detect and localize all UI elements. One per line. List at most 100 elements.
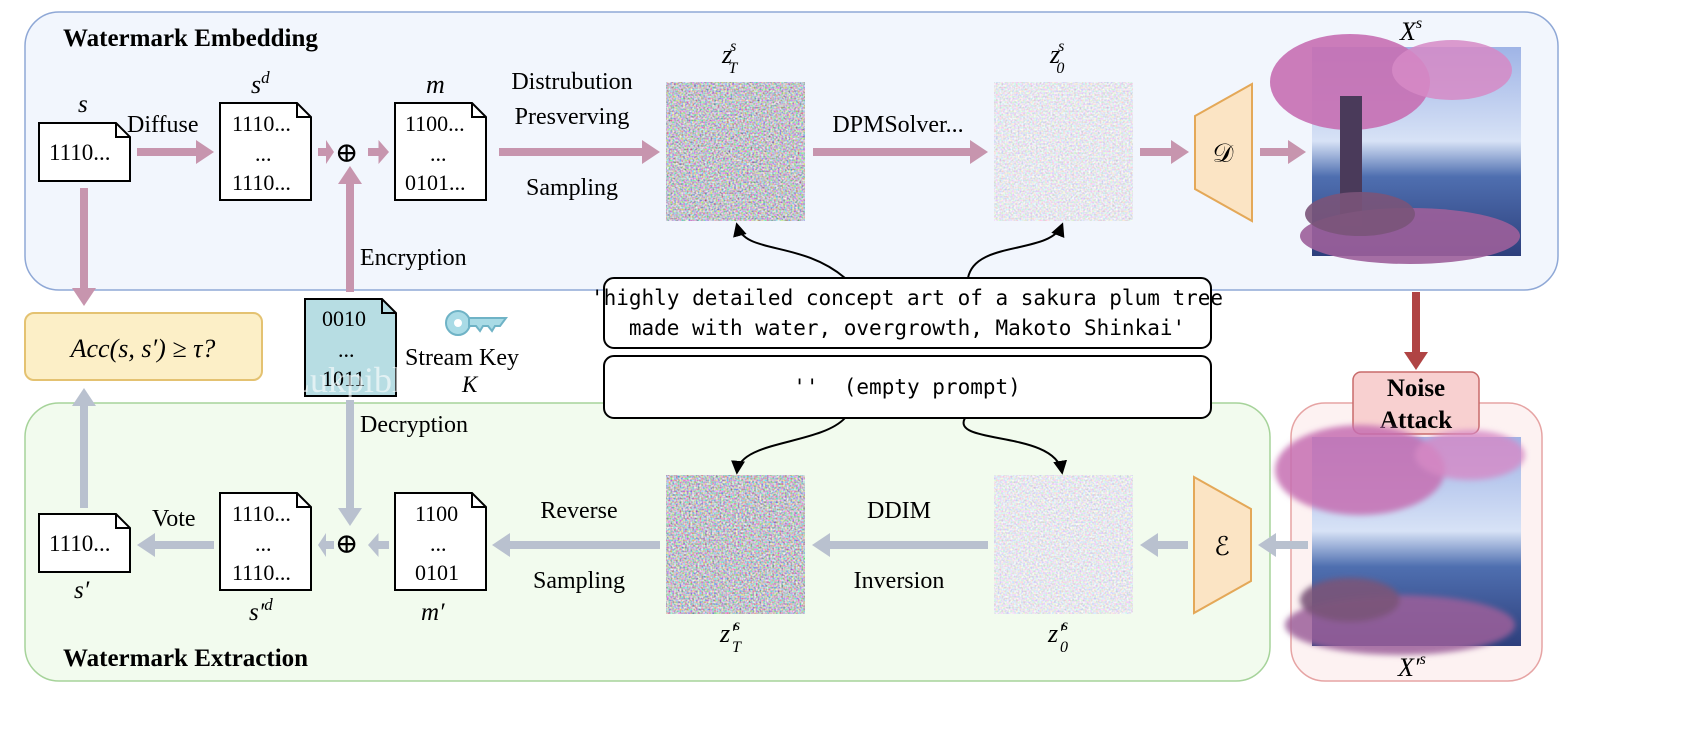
main-prompt-line-1: 'highly detailed concept art of a sakura… bbox=[591, 286, 1223, 310]
empty-to-zT-curve bbox=[731, 417, 846, 475]
arrow-s-to-sd-head bbox=[196, 140, 214, 164]
arrow-decoder-to-image-head bbox=[1288, 140, 1306, 164]
arrow-image-to-encoder-head bbox=[1258, 533, 1276, 557]
key-document-fold bbox=[381, 299, 396, 314]
spd-line-1: 1110... bbox=[232, 501, 291, 526]
xps-label: X′s bbox=[1397, 651, 1426, 682]
s-document bbox=[38, 122, 131, 182]
diffuse-label: Diffuse bbox=[127, 112, 199, 138]
sampling-line-2: Presverving bbox=[515, 104, 630, 130]
stream-key-label: Stream Key bbox=[405, 345, 519, 371]
arrow-m-to-xor-head bbox=[368, 533, 379, 557]
encoder-trapezoid bbox=[1193, 475, 1252, 615]
arrow-attack-down-head bbox=[1404, 352, 1428, 370]
m-line-3: 0101... bbox=[405, 170, 466, 195]
spd-document-fold bbox=[296, 493, 311, 508]
arrow-zT-to-m-head bbox=[492, 533, 510, 557]
embed-xor: ⊕ bbox=[335, 138, 358, 169]
noise-attack-badge bbox=[1352, 371, 1480, 435]
key-icon bbox=[445, 310, 508, 336]
spd-line-2: ... bbox=[255, 531, 272, 556]
arrow-sprime-up-to-check-head bbox=[72, 388, 96, 406]
encryption-label: Encryption bbox=[360, 245, 467, 271]
arrow-encrypt-up-head bbox=[338, 166, 362, 184]
arrow-spd-to-sprime-head bbox=[137, 533, 155, 557]
m-prime-document bbox=[394, 492, 487, 591]
s-bits: 1110... bbox=[49, 140, 111, 165]
accuracy-check-box bbox=[24, 312, 263, 381]
vote-label: Vote bbox=[152, 506, 196, 532]
key-document bbox=[304, 298, 397, 397]
m-prime-document-fold bbox=[471, 493, 486, 508]
m-line-1: 1100... bbox=[405, 111, 465, 136]
sd-line-2: ... bbox=[255, 141, 272, 166]
empty-to-z0-curve bbox=[962, 417, 1068, 475]
spd-label: s′d bbox=[249, 595, 273, 626]
arrow-xor-to-m-head bbox=[378, 140, 389, 164]
key-line-3: 1011 bbox=[322, 366, 365, 391]
spd-line-3: 1110... bbox=[232, 560, 291, 585]
empty-prompt-text: '' (empty prompt) bbox=[793, 375, 1021, 399]
image-watermark-text: Lukpiblo bbox=[288, 360, 420, 400]
extraction-title: Watermark Extraction bbox=[63, 645, 308, 672]
reverse-line-2: Sampling bbox=[533, 568, 625, 594]
s-prime-bits: 1110... bbox=[49, 531, 111, 556]
ddim-line-2: Inversion bbox=[854, 568, 945, 594]
extract-xor: ⊕ bbox=[335, 529, 358, 560]
m-prime-line-3: 0101 bbox=[415, 560, 459, 585]
arrow-decrypt-down-head bbox=[338, 508, 362, 526]
arrow-s-down-to-check-head bbox=[72, 288, 96, 306]
sampling-line-3: Sampling bbox=[526, 175, 618, 201]
z0-latent bbox=[994, 82, 1133, 221]
s-document-fold bbox=[115, 123, 130, 138]
ddim-line-1: DDIM bbox=[867, 498, 931, 524]
sd-document bbox=[219, 102, 312, 201]
s-prime-document bbox=[38, 513, 131, 573]
zT-noise-latent bbox=[666, 82, 805, 221]
s-prime-label: s′ bbox=[74, 577, 90, 604]
m-prime-line-2: ... bbox=[430, 531, 447, 556]
arrow-xor-to-spd-head bbox=[318, 533, 326, 557]
zT-prime-latent bbox=[666, 475, 805, 614]
sd-label: sd bbox=[251, 68, 270, 99]
key-line-2: ... bbox=[338, 337, 355, 362]
prompt-to-z0-curve bbox=[967, 222, 1065, 279]
arrow-sd-to-xor-head bbox=[326, 140, 334, 164]
xs-label: Xs bbox=[1399, 15, 1422, 46]
spd-document bbox=[219, 492, 312, 591]
s-label: s bbox=[78, 91, 88, 118]
m-document-fold bbox=[471, 103, 486, 118]
K-label: K bbox=[461, 372, 479, 397]
main-prompt-line-2: made with water, overgrowth, Makoto Shin… bbox=[629, 316, 1185, 340]
m-prime-label: m′ bbox=[421, 599, 445, 626]
sd-document-fold bbox=[296, 103, 311, 118]
key-line-1: 0010 bbox=[322, 306, 366, 331]
arrow-m-to-zT-head bbox=[642, 140, 660, 164]
m-label: m bbox=[426, 70, 445, 99]
m-prime-line-1: 1100 bbox=[415, 501, 458, 526]
flow-arrows bbox=[72, 140, 1428, 557]
sd-line-3: 1110... bbox=[232, 170, 291, 195]
main-prompt-box bbox=[603, 277, 1212, 349]
generated-image bbox=[1270, 34, 1521, 264]
noise-attack-line-1: Noise bbox=[1387, 375, 1445, 402]
embedding-title: Watermark Embedding bbox=[63, 25, 318, 52]
accuracy-formula: Acc(s, s′) ≥ τ? bbox=[69, 334, 216, 363]
reverse-line-1: Reverse bbox=[540, 498, 617, 524]
decoder-symbol: 𝒟 bbox=[1213, 139, 1234, 168]
arrow-z0-to-zT-head bbox=[812, 533, 830, 557]
attacked-image bbox=[1275, 425, 1525, 655]
sd-line-1: 1110... bbox=[232, 111, 291, 136]
m-document bbox=[394, 102, 487, 201]
arrow-encoder-to-z0-head bbox=[1140, 533, 1158, 557]
decoder-trapezoid bbox=[1194, 82, 1253, 223]
prompt-to-zT-curve bbox=[733, 222, 846, 279]
arrow-zT-to-z0-head bbox=[970, 140, 988, 164]
m-line-2: ... bbox=[430, 141, 447, 166]
